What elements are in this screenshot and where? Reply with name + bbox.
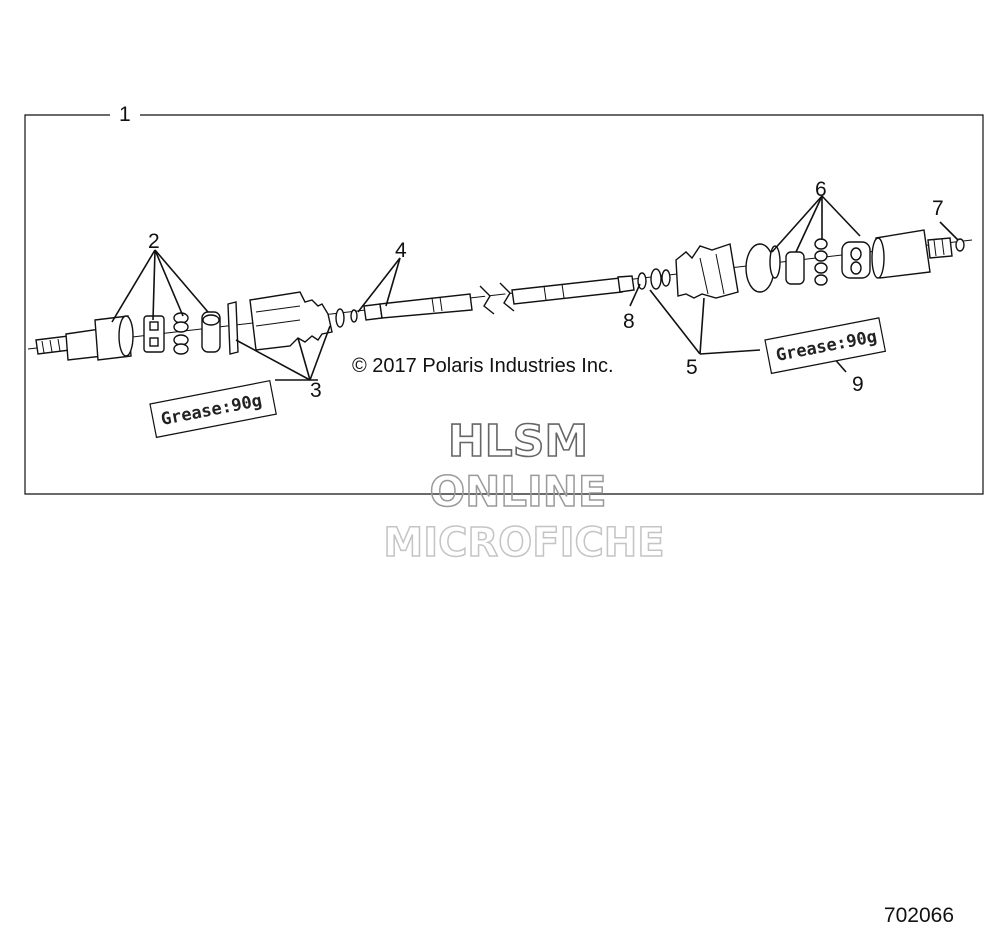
callout-1[interactable]: 1 bbox=[119, 103, 131, 126]
assembly-frame bbox=[24, 114, 984, 495]
watermark-line-2: ONLINE bbox=[429, 467, 606, 516]
callout-8[interactable]: 8 bbox=[623, 310, 635, 333]
callout-3[interactable]: 3 bbox=[310, 379, 322, 402]
axle-shaft bbox=[363, 275, 635, 321]
left-cv-joint bbox=[35, 315, 134, 361]
callout-4[interactable]: 4 bbox=[395, 239, 407, 262]
watermark-line-1: HLSM bbox=[448, 416, 588, 467]
callout-6[interactable]: 6 bbox=[815, 178, 827, 201]
right-cv-housing bbox=[871, 229, 965, 279]
right-bearing-parts bbox=[785, 238, 871, 286]
left-bearing-parts bbox=[143, 311, 221, 355]
copyright-notice: © 2017 Polaris Industries Inc. bbox=[352, 355, 614, 377]
callout-9[interactable]: 9 bbox=[852, 373, 864, 396]
left-boot bbox=[227, 291, 358, 355]
callout-7[interactable]: 7 bbox=[932, 197, 944, 220]
right-boot bbox=[675, 243, 781, 299]
right-rings bbox=[637, 268, 671, 290]
document-number: 702066 bbox=[883, 904, 954, 927]
leader-lines bbox=[111, 195, 959, 381]
grease-label-right: Grease:90g bbox=[764, 317, 887, 375]
grease-label-left: Grease:90g bbox=[149, 380, 277, 439]
callout-5[interactable]: 5 bbox=[686, 356, 698, 379]
watermark-line-3: MICROFICHE bbox=[383, 520, 664, 566]
callout-2[interactable]: 2 bbox=[148, 230, 160, 253]
